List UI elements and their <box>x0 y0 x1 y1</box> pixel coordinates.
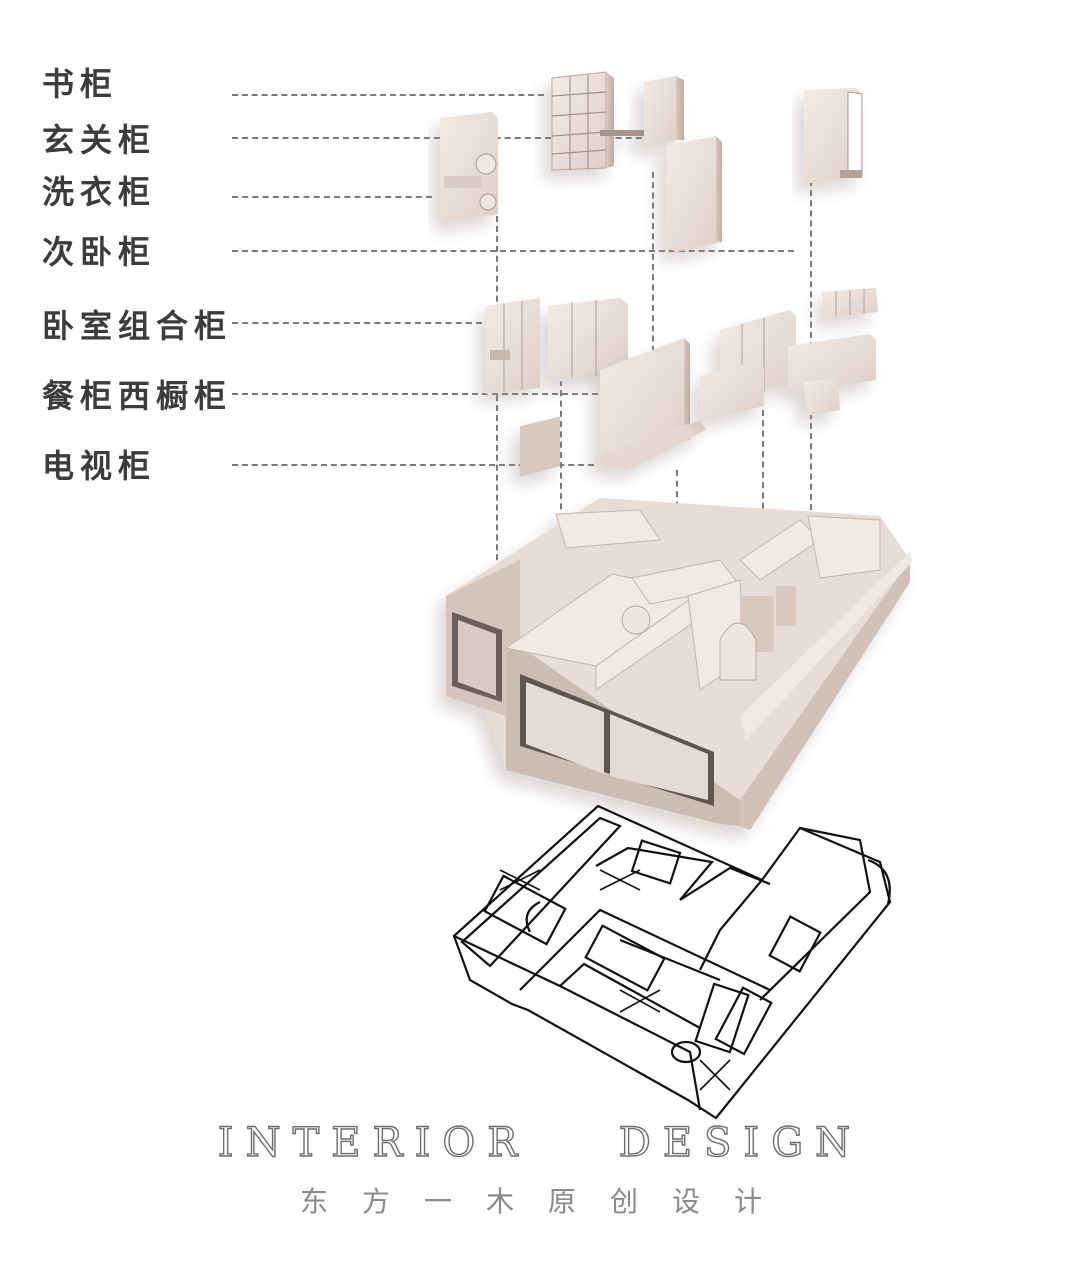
line-floorplan <box>452 804 892 1120</box>
leader-bookcase <box>232 94 544 96</box>
label-guest-bedroom-cabinet: 次卧柜 <box>42 233 157 271</box>
brand-english: INTERIOR DESIGN <box>0 1119 1080 1166</box>
brand-chinese: 东方一木原创设计 <box>300 1185 797 1218</box>
brand-english-right: DESIGN <box>618 1119 863 1166</box>
label-bookcase: 书柜 <box>42 65 119 103</box>
leader-dining-kitchen-cabinet <box>232 393 598 395</box>
label-tv-cabinet: 电视柜 <box>42 447 157 485</box>
label-dining-kitchen-cabinet: 餐柜西橱柜 <box>42 377 233 415</box>
leader-laundry-cabinet <box>232 196 432 198</box>
label-entry-cabinet: 玄关柜 <box>42 121 157 159</box>
guest-bedroom-cabinet-model <box>804 88 863 184</box>
bedroom-combo-cabinet-model <box>486 298 628 394</box>
leader-guest-bedroom-cabinet <box>232 250 794 252</box>
label-bedroom-combo-cabinet: 卧室组合柜 <box>42 307 233 345</box>
laundry-cabinet-model <box>440 112 498 222</box>
connector-bedroom <box>560 380 562 530</box>
connector-guest <box>652 172 654 362</box>
label-laundry-cabinet: 洗衣柜 <box>42 173 157 211</box>
bookcase-model <box>551 71 648 171</box>
entry-cabinet-model <box>644 76 722 252</box>
kitchen-dining-cabinet-model <box>700 288 878 420</box>
tv-cabinet-model <box>596 338 706 470</box>
connector-laundry <box>496 216 498 610</box>
leader-tv-cabinet <box>232 464 594 466</box>
brand-english-left: INTERIOR <box>217 1119 530 1166</box>
leader-bedroom-combo-cabinet <box>232 322 482 324</box>
connector-kitchen <box>762 410 764 550</box>
apartment-3d-model <box>446 416 912 830</box>
